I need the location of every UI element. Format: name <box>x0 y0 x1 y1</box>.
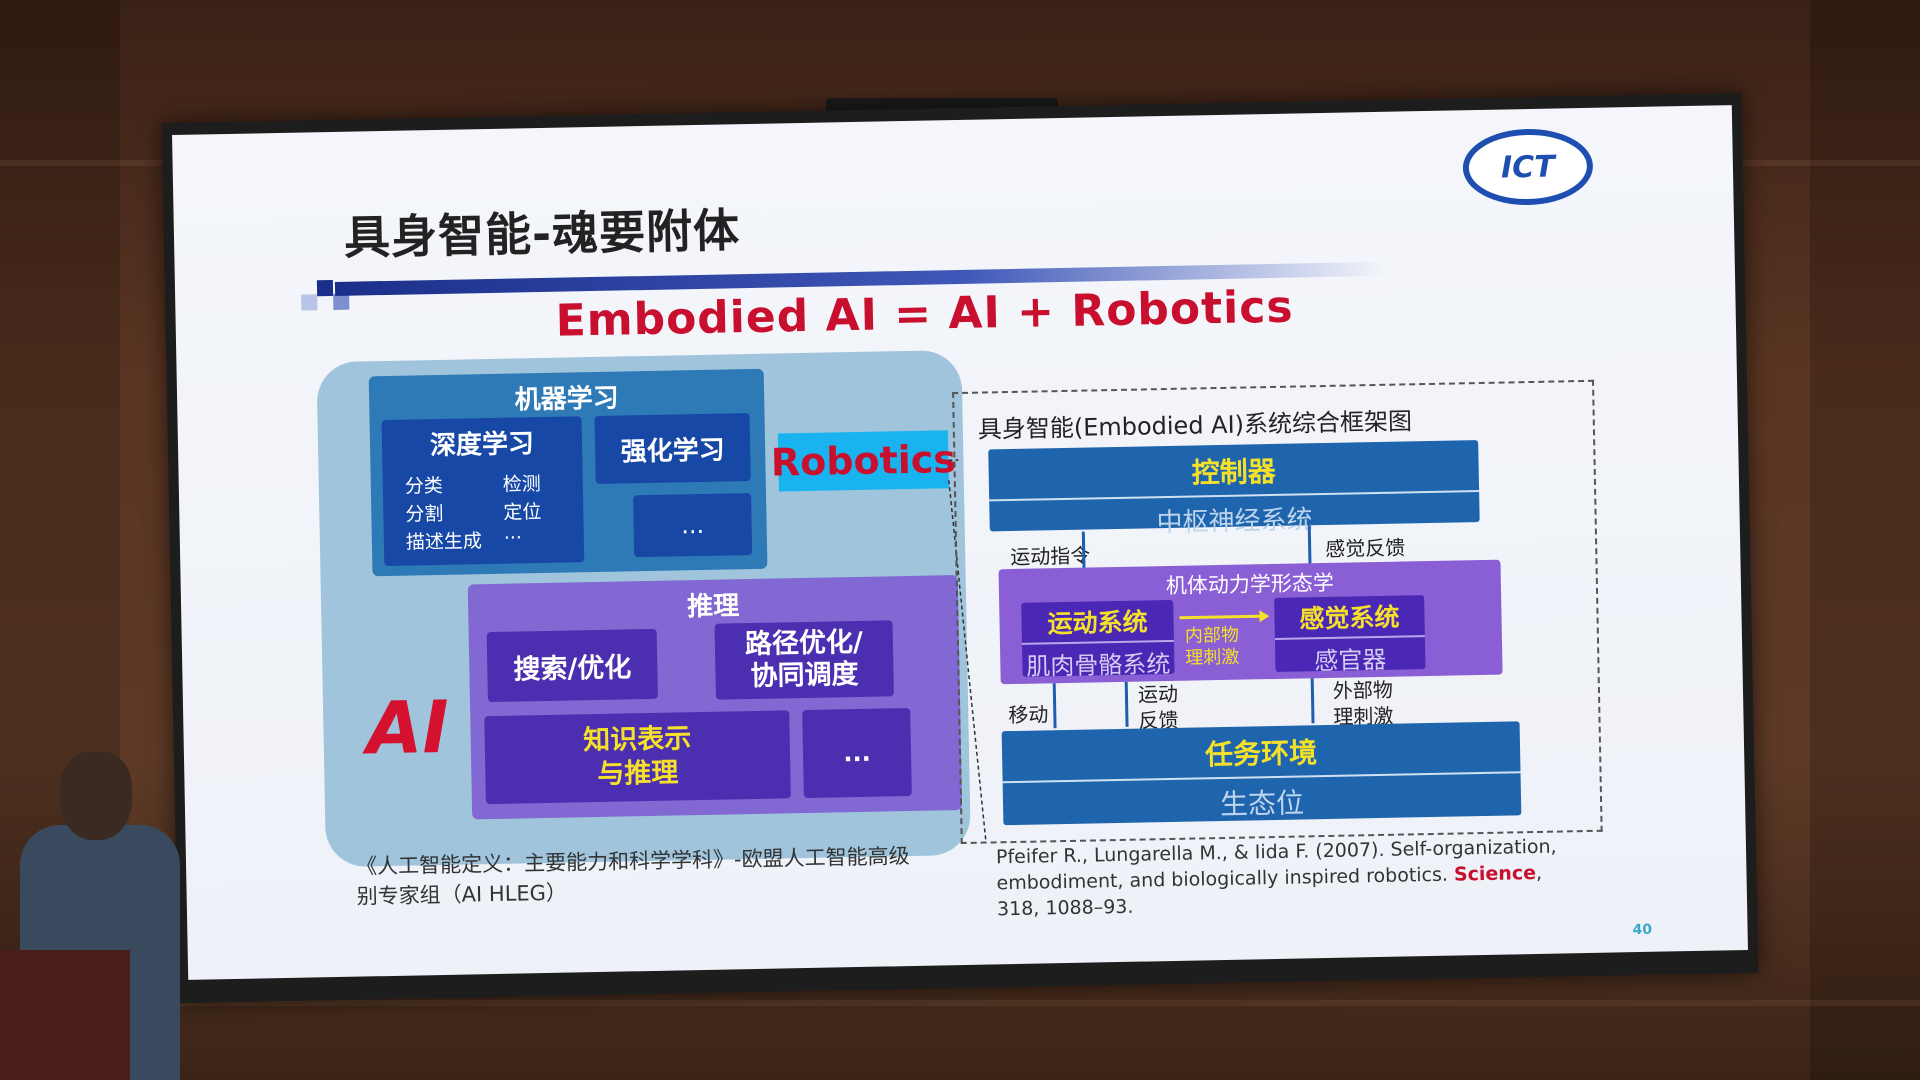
sensory-feedback-label: 感觉反馈 <box>1324 535 1406 561</box>
sensory-system-box: 感觉系统 感官器 <box>1274 595 1426 675</box>
citation-left: 《人工智能定义：主要能力和科学学科》-欧盟人工智能高级别专家组（AI HLEG） <box>355 844 910 909</box>
reasoning-box: 推理 搜索/优化 路径优化/ 协同调度 知识表示 与推理 ... <box>467 575 963 820</box>
search-optimization-box: 搜索/优化 <box>486 628 658 703</box>
dl-item: 描述生成 <box>405 530 483 554</box>
ml-more-label: ... <box>680 510 705 540</box>
dl-item: 分类 <box>404 474 444 498</box>
dl-item: ... <box>503 521 523 544</box>
headline: Embodied AI = AI + Robotics <box>555 281 1294 347</box>
reinforcement-learning-box: 强化学习 <box>594 413 751 484</box>
internal-stimulus-arrow <box>1179 610 1270 623</box>
controller-box: 控制器 中枢神经系统 <box>988 440 1480 538</box>
presentation-slide: 具身智能-魂要附体 Embodied AI = AI + Robotics IC… <box>172 105 1748 980</box>
deep-learning-box: 深度学习 分类 检测 分割 定位 描述生成 ... <box>381 416 585 567</box>
deep-learning-title: 深度学习 <box>429 429 535 462</box>
motor-system-box: 运动系统 肌肉骨骼系统 <box>1021 599 1175 681</box>
body-dynamics-box: 机体动力学形态学 运动系统 肌肉骨骼系统 内部物 理刺激 感觉系统 感官器 <box>998 559 1503 685</box>
motion-feedback-label: 运动 反馈 <box>1137 681 1179 733</box>
sensory-system-label: 感觉系统 <box>1299 602 1400 634</box>
task-environment-label: 任务环境 <box>1204 736 1318 772</box>
musculoskeletal-label: 肌肉骨骼系统 <box>1026 649 1171 681</box>
wall-panel-right <box>1810 0 1920 1080</box>
podium <box>0 950 130 1080</box>
controller-label: 控制器 <box>1191 454 1277 490</box>
ai-label: AI <box>365 684 450 771</box>
motor-system-label: 运动系统 <box>1047 607 1148 639</box>
title-decoration <box>301 294 318 311</box>
reasoning-more-box: ... <box>802 707 912 799</box>
external-stimulus-label: 外部物 理刺激 <box>1332 677 1394 729</box>
task-environment-box: 任务环境 生态位 <box>1001 721 1522 826</box>
sense-organs-label: 感官器 <box>1314 645 1387 676</box>
logo-text: ICT <box>1500 149 1556 186</box>
dl-item: 分割 <box>405 502 444 526</box>
machine-learning-title: 机器学习 <box>514 383 619 416</box>
knowledge-reasoning-label: 知识表示 与推理 <box>582 723 692 791</box>
speaker-head <box>60 752 132 840</box>
ml-more-box: ... <box>633 493 753 558</box>
knowledge-reasoning-box: 知识表示 与推理 <box>484 710 791 805</box>
internal-stimulus-label: 内部物 理刺激 <box>1184 624 1240 669</box>
slide-title: 具身智能-魂要附体 <box>343 203 741 265</box>
ict-logo: ICT <box>1462 127 1594 207</box>
title-decoration <box>333 293 350 310</box>
dl-item: 定位 <box>503 501 542 524</box>
robotics-tag: Robotics <box>771 430 956 492</box>
dl-item: 检测 <box>502 473 542 496</box>
body-dynamics-label: 机体动力学形态学 <box>1165 570 1335 599</box>
citation-right: Pfeifer R., Lungarella M., & Iida F. (20… <box>996 833 1577 922</box>
path-scheduling-box: 路径优化/ 协同调度 <box>714 620 894 700</box>
move-label: 移动 <box>1008 702 1049 728</box>
motion-command-label: 运动指令 <box>1010 543 1091 570</box>
machine-learning-box: 机器学习 深度学习 分类 检测 分割 定位 描述生成 ... 强化学习 ... <box>368 368 768 577</box>
citation-journal: Science <box>1453 862 1537 886</box>
page-number: 40 <box>1632 921 1653 939</box>
reinforcement-learning-label: 强化学习 <box>620 435 725 467</box>
wall-stripe <box>0 1000 1920 1006</box>
title-decoration <box>316 279 334 297</box>
